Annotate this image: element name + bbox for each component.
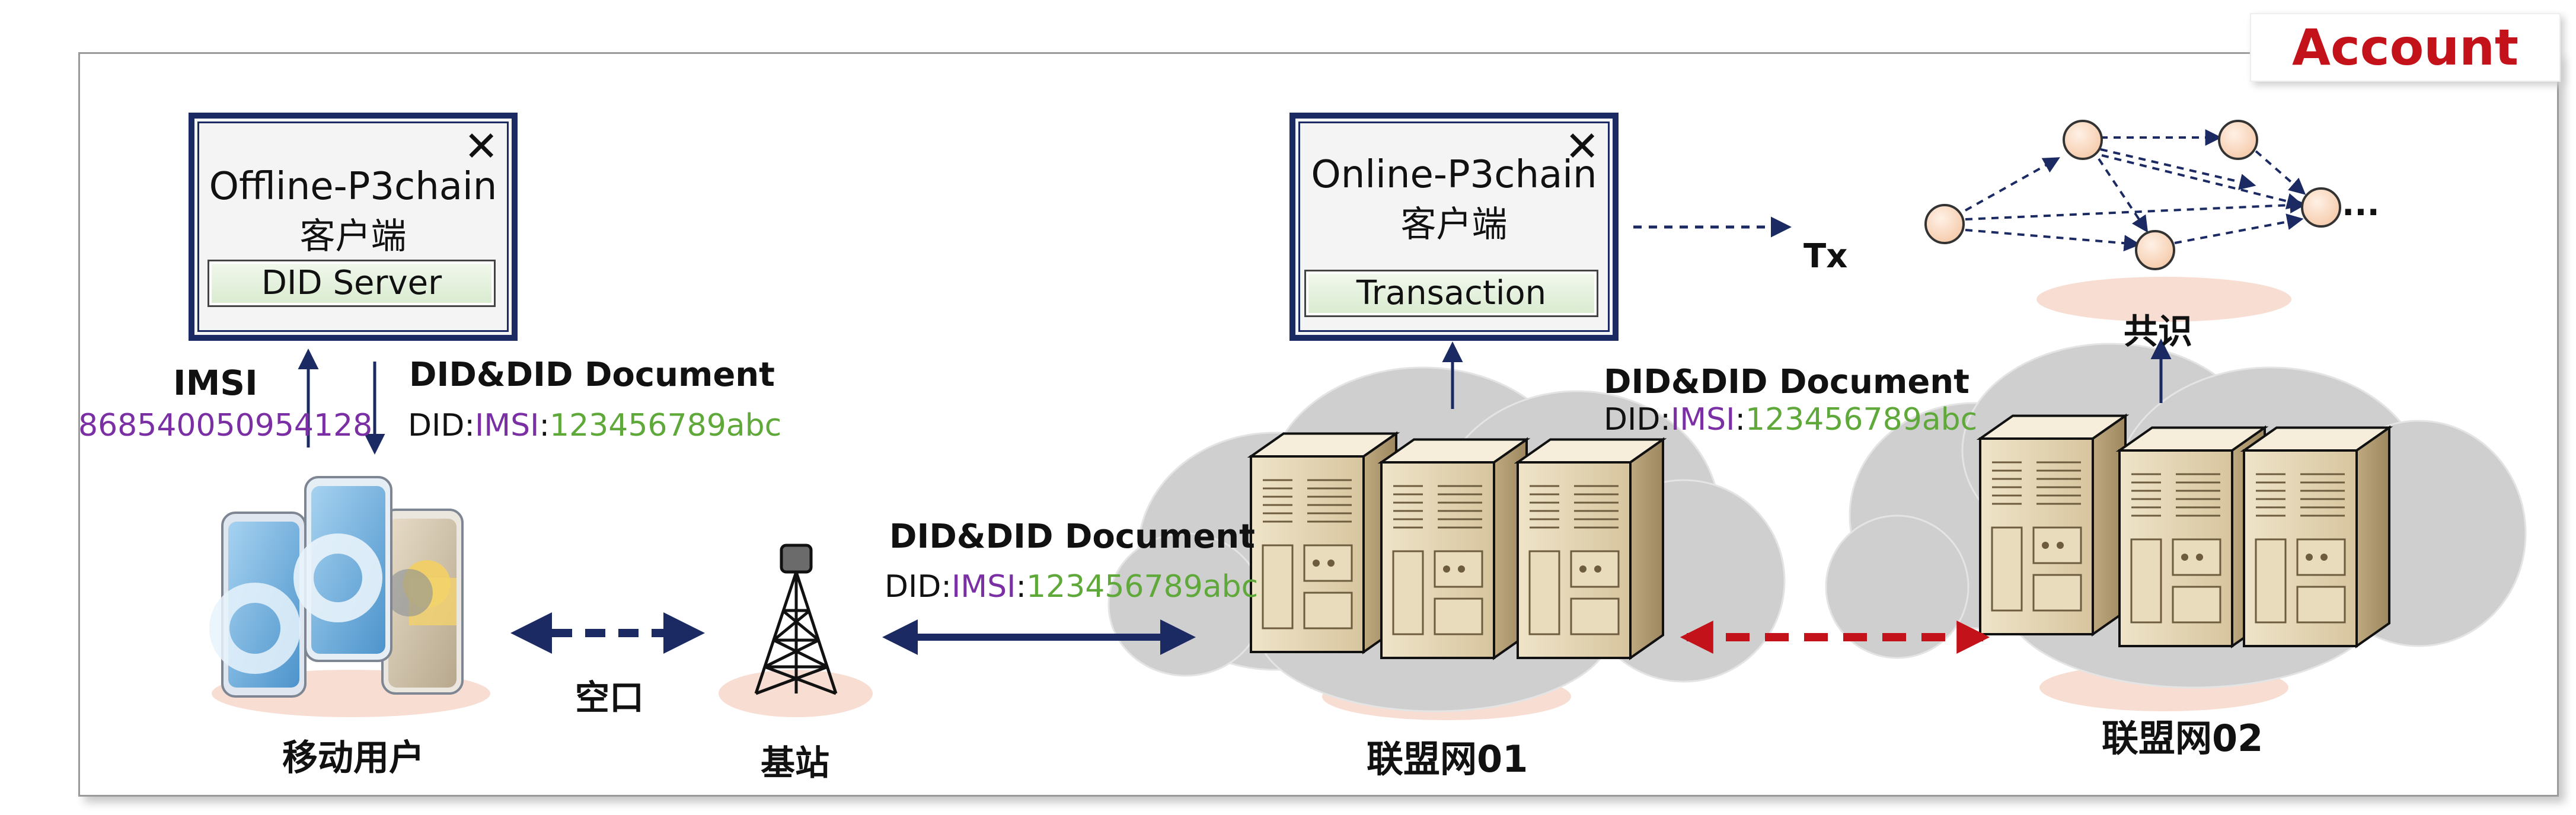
server-rack-icon [1514, 437, 1667, 660]
did-separator: : [1016, 569, 1027, 605]
antenna-tower-icon [754, 544, 838, 695]
offline-client-window[interactable]: ✕ Offline-P3chain 客户端 DID Server [189, 113, 518, 341]
did-server-button[interactable]: DID Server [208, 260, 496, 307]
did-identifier: DID:IMSI:123456789abc [885, 569, 1258, 605]
offline-client-subtitle: 客户端 [299, 216, 407, 257]
consensus-shadow [2036, 277, 2291, 322]
smartphone-icon [209, 512, 307, 698]
imsi-value: 868540050954128 [78, 408, 373, 443]
offline-client-title: Offline-P3chain [209, 165, 497, 209]
mobile-user-label: 移动用户 [282, 737, 424, 779]
consensus-graph [1965, 129, 2307, 252]
smartphone-icon [381, 509, 464, 695]
did-separator: : [539, 408, 550, 443]
did-identifier: DID:IMSI:123456789abc [1604, 402, 1977, 437]
account-label: Account [2250, 13, 2561, 82]
consensus-ellipsis: ... [2342, 185, 2380, 223]
server-rack-icon [1976, 413, 2393, 648]
did-prefix: DID: [408, 408, 475, 443]
server-rack-icon [1377, 437, 1531, 660]
alliance-01-label: 联盟网01 [1367, 737, 1528, 781]
did-document-title: DID&DID Document [889, 517, 1255, 556]
transaction-button[interactable]: Transaction [1304, 270, 1598, 317]
did-imsi-part: IMSI [951, 569, 1016, 605]
did-id-part: 123456789abc [1026, 569, 1259, 605]
did-imsi-part: IMSI [474, 408, 540, 443]
base-station-label: 基站 [761, 743, 830, 783]
tx-label: Tx [1803, 237, 1848, 276]
alliance-02-label: 联盟网02 [2102, 717, 2264, 760]
server-rack-icon [2240, 425, 2393, 648]
did-prefix: DID: [1604, 402, 1671, 437]
did-identifier: DID:IMSI:123456789abc [408, 408, 781, 443]
online-client-window[interactable]: ✕ Online-P3chain 客户端 Transaction [1289, 113, 1619, 341]
did-id-part: 123456789abc [1745, 402, 1978, 437]
node-icon [1924, 120, 2341, 270]
close-icon[interactable]: ✕ [464, 122, 499, 171]
consensus-label: 共识 [2124, 311, 2193, 351]
did-prefix: DID: [885, 569, 952, 605]
imsi-label: IMSI [173, 363, 258, 403]
online-client-title: Online-P3chain [1311, 153, 1597, 197]
smartphone-icon [293, 476, 392, 662]
did-document-title: DID&DID Document [409, 356, 775, 394]
did-imsi-part: IMSI [1670, 402, 1735, 437]
close-icon[interactable]: ✕ [1565, 122, 1600, 171]
did-id-part: 123456789abc [550, 408, 782, 443]
did-separator: : [1735, 402, 1746, 437]
did-document-title: DID&DID Document [1604, 363, 1969, 401]
air-interface-label: 空口 [575, 677, 644, 718]
online-client-subtitle: 客户端 [1400, 204, 1508, 245]
server-rack-icon [1247, 431, 1400, 654]
server-rack-icon [1247, 431, 1667, 660]
server-rack-icon [1976, 413, 2130, 637]
